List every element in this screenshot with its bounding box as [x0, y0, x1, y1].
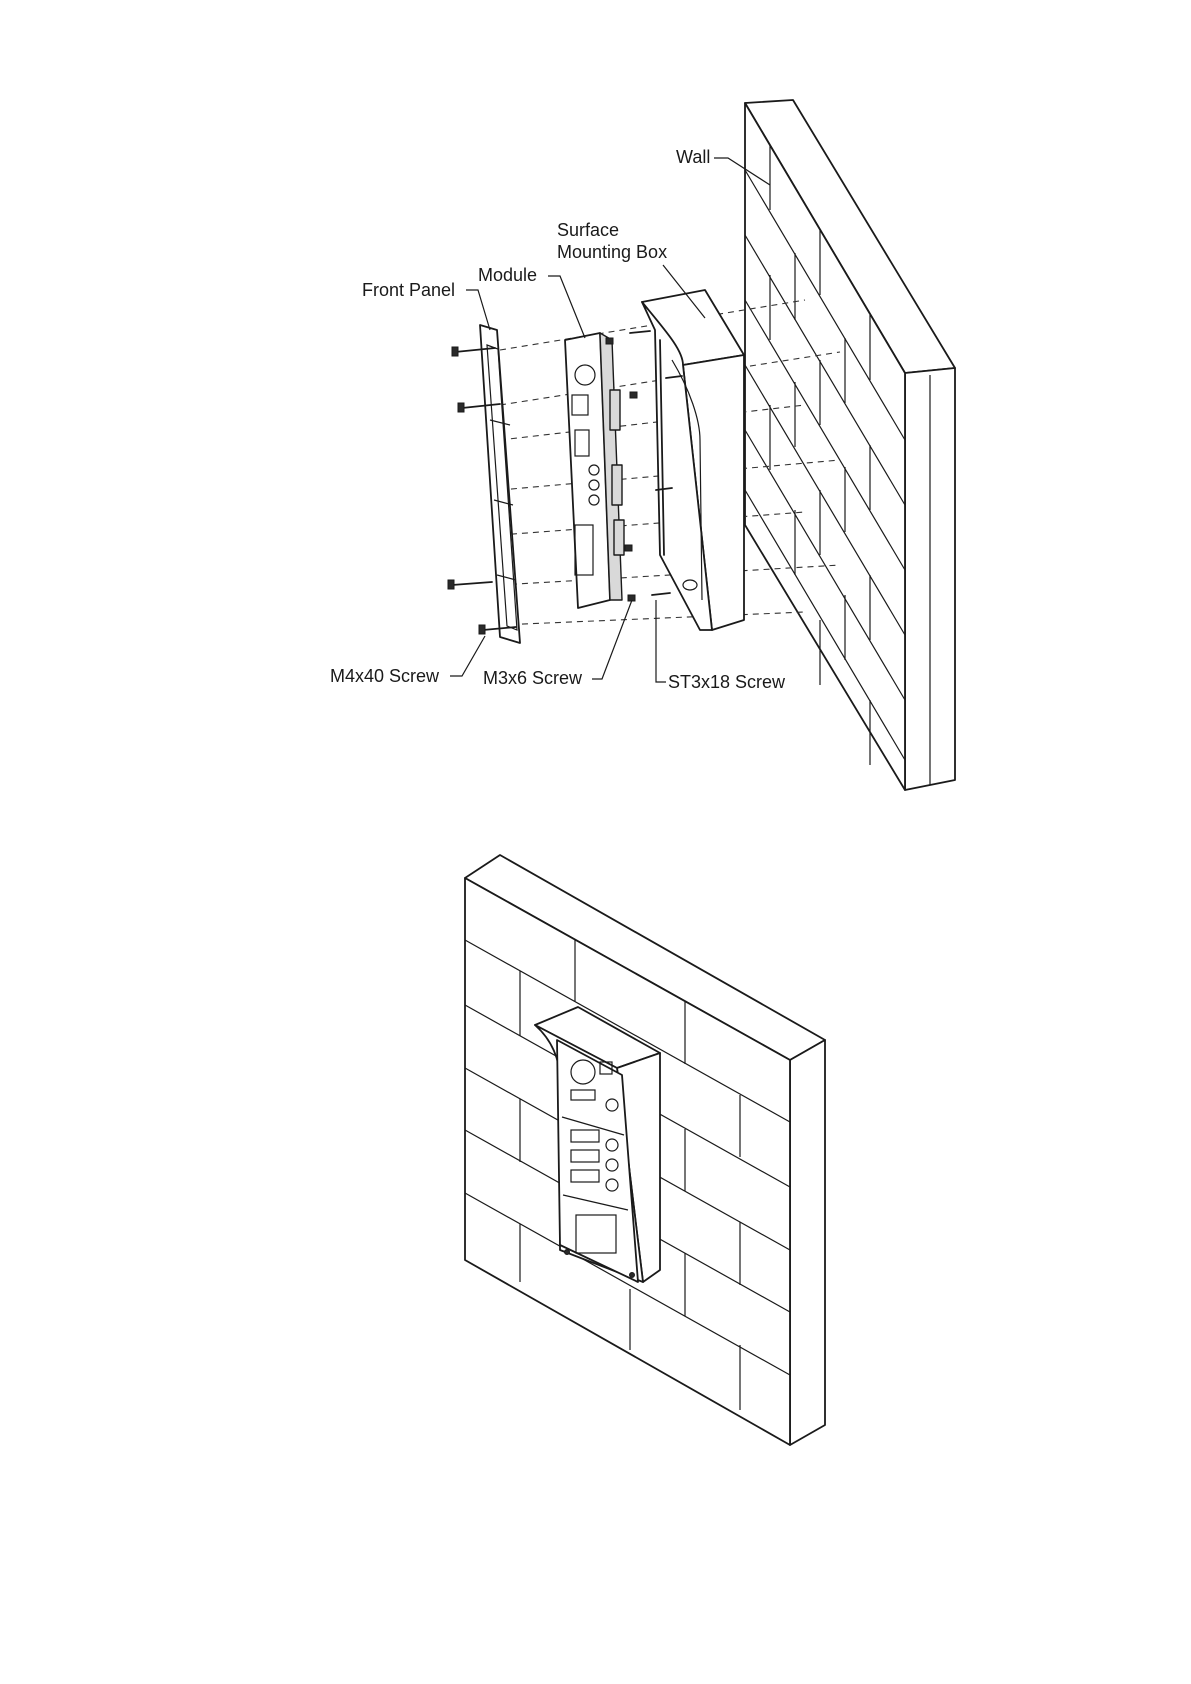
exploded-view-figure: Wall Surface Mounting Box Module Front P…	[330, 100, 955, 790]
surface-mounting-box-label-line2: Mounting Box	[557, 242, 667, 262]
front-panel-callout: Front Panel	[362, 280, 490, 330]
wall-label: Wall	[676, 147, 710, 167]
installed-view-figure	[465, 855, 825, 1445]
module-label: Module	[478, 265, 537, 285]
surface-mounting-box-label-line1: Surface	[557, 220, 619, 240]
module-callout: Module	[478, 265, 585, 338]
front-panel	[480, 325, 520, 643]
m4x40-screw-label: M4x40 Screw	[330, 666, 440, 686]
m3x6-screw-label: M3x6 Screw	[483, 668, 583, 688]
front-panel-label: Front Panel	[362, 280, 455, 300]
st3x18-screw-label: ST3x18 Screw	[668, 672, 786, 692]
module	[565, 333, 624, 608]
m4x40-screw-callout: M4x40 Screw	[330, 636, 485, 686]
surface-mounting-box	[642, 290, 744, 630]
